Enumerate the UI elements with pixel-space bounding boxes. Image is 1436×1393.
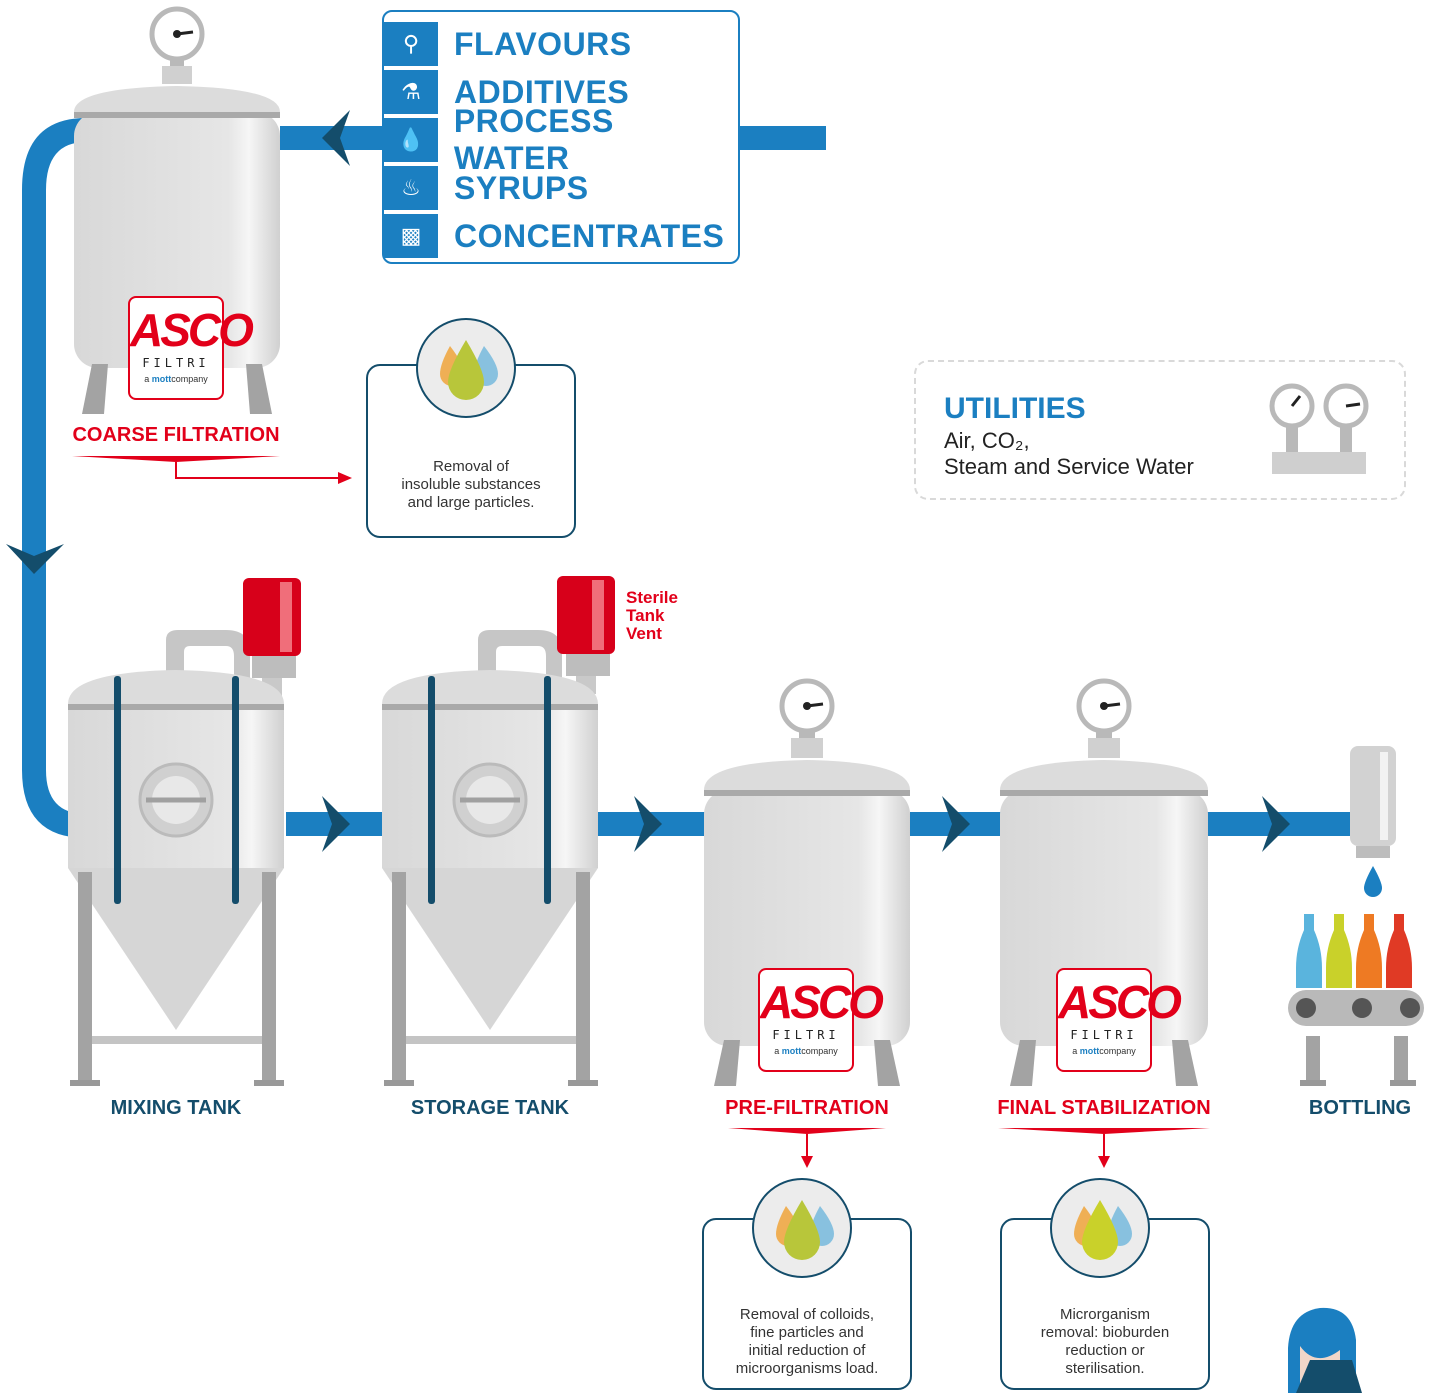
drops-icon (752, 1178, 852, 1278)
mixing-tank-label: MIXING TANK (110, 1097, 242, 1119)
arrow-right-4 (1262, 796, 1290, 852)
arrow-down (6, 544, 64, 574)
ingredient-label: FLAVOURS (454, 25, 632, 62)
scoop-icon: ⚲ (384, 22, 438, 66)
ingredient-row-additives: ⚗ ADDITIVES (384, 70, 629, 114)
coarse-filtration-label: COARSE FILTRATION (72, 424, 280, 446)
arrow-right-2 (634, 796, 662, 852)
bottling-label: BOTTLING (1308, 1097, 1412, 1119)
final-info-text: Microrganism removal: bioburden reductio… (1040, 1306, 1170, 1377)
ingredient-row-concentrates: ▩ CONCENTRATES (384, 214, 724, 258)
mixing-tank (68, 578, 301, 1086)
bottles (1296, 914, 1412, 988)
ingredient-row-flavours: ⚲ FLAVOURS (384, 22, 632, 66)
arrow-right-1 (322, 796, 350, 852)
ingredient-label: ADDITIVES (454, 73, 630, 110)
utilities-text: Air, CO₂, Steam and Service Water (944, 428, 1194, 479)
pipe-inlet-right (740, 126, 826, 150)
coarse-underline (72, 456, 280, 462)
utilities-gauges (1269, 383, 1369, 474)
utilities-panel: UTILITIES Air, CO₂, Steam and Service Wa… (914, 360, 1406, 500)
coarse-info-box: Removal of insoluble substances and larg… (366, 364, 576, 538)
coarse-connector (175, 462, 340, 479)
drop-icon (1364, 866, 1382, 897)
logo-subtitle: FILTRI (142, 356, 210, 370)
final-stabilization-label: FINAL STABILIZATION (997, 1097, 1211, 1119)
final-stabilization-tank (1000, 678, 1208, 1086)
flow-arrows (6, 110, 1290, 852)
storage-tank (382, 576, 615, 1086)
logo-tagline: a mottcompany (774, 1046, 838, 1056)
storage-tank-label: STORAGE TANK (410, 1097, 570, 1119)
ingredient-label: CONCENTRATES (454, 217, 725, 254)
logo-subtitle: FILTRI (772, 1028, 840, 1042)
ingredient-row-syrups: ♨ SYRUPS (384, 166, 589, 210)
concentrate-bottle-icon: ▩ (384, 214, 438, 258)
ingredient-row-process-water: 💧 PROCESS WATER (384, 103, 738, 176)
utilities-title: UTILITIES (944, 392, 1086, 425)
asco-logo-pre: ASCO FILTRI a mottcompany (758, 968, 884, 1072)
ingredients-panel: ⚲ FLAVOURS ⚗ ADDITIVES 💧 PROCESS WATER ♨… (382, 10, 740, 264)
asco-logo-final: ASCO FILTRI a mottcompany (1056, 968, 1182, 1072)
ingredient-label: SYRUPS (454, 169, 589, 206)
syrup-bottle-icon: ♨ (384, 166, 438, 210)
arrow-right-3 (942, 796, 970, 852)
ingredient-label: PROCESS WATER (453, 103, 614, 176)
arrow-left (322, 110, 350, 166)
logo-tagline: a mottcompany (1072, 1046, 1136, 1056)
logo-subtitle: FILTRI (1070, 1028, 1138, 1042)
water-drop-icon: 💧 (384, 118, 438, 162)
logo-mark: ASCO (1058, 976, 1182, 1028)
drops-icon (416, 318, 516, 418)
bottling-machine (1288, 746, 1424, 1086)
coarse-tank (74, 6, 280, 414)
drops-icon (1050, 1178, 1150, 1278)
logo-mark: ASCO (760, 976, 884, 1028)
logo-mark: ASCO (130, 304, 254, 356)
flask-icon: ⚗ (384, 70, 438, 114)
operator-icon (1288, 1307, 1362, 1393)
sterile-tank-vent-label: Sterile Tank Vent (626, 588, 678, 643)
pre-filtration-tank (704, 678, 910, 1086)
logo-tagline: a mottcompany (144, 374, 208, 384)
pipe-loop (22, 118, 86, 838)
pre-filtration-label: PRE-FILTRATION (725, 1097, 889, 1119)
asco-logo-coarse: ASCO FILTRI a mottcompany (128, 296, 254, 400)
pre-info-text: Removal of colloids, fine particles and … (735, 1306, 879, 1377)
coarse-info-text: Removal of insoluble substances and larg… (401, 458, 541, 511)
